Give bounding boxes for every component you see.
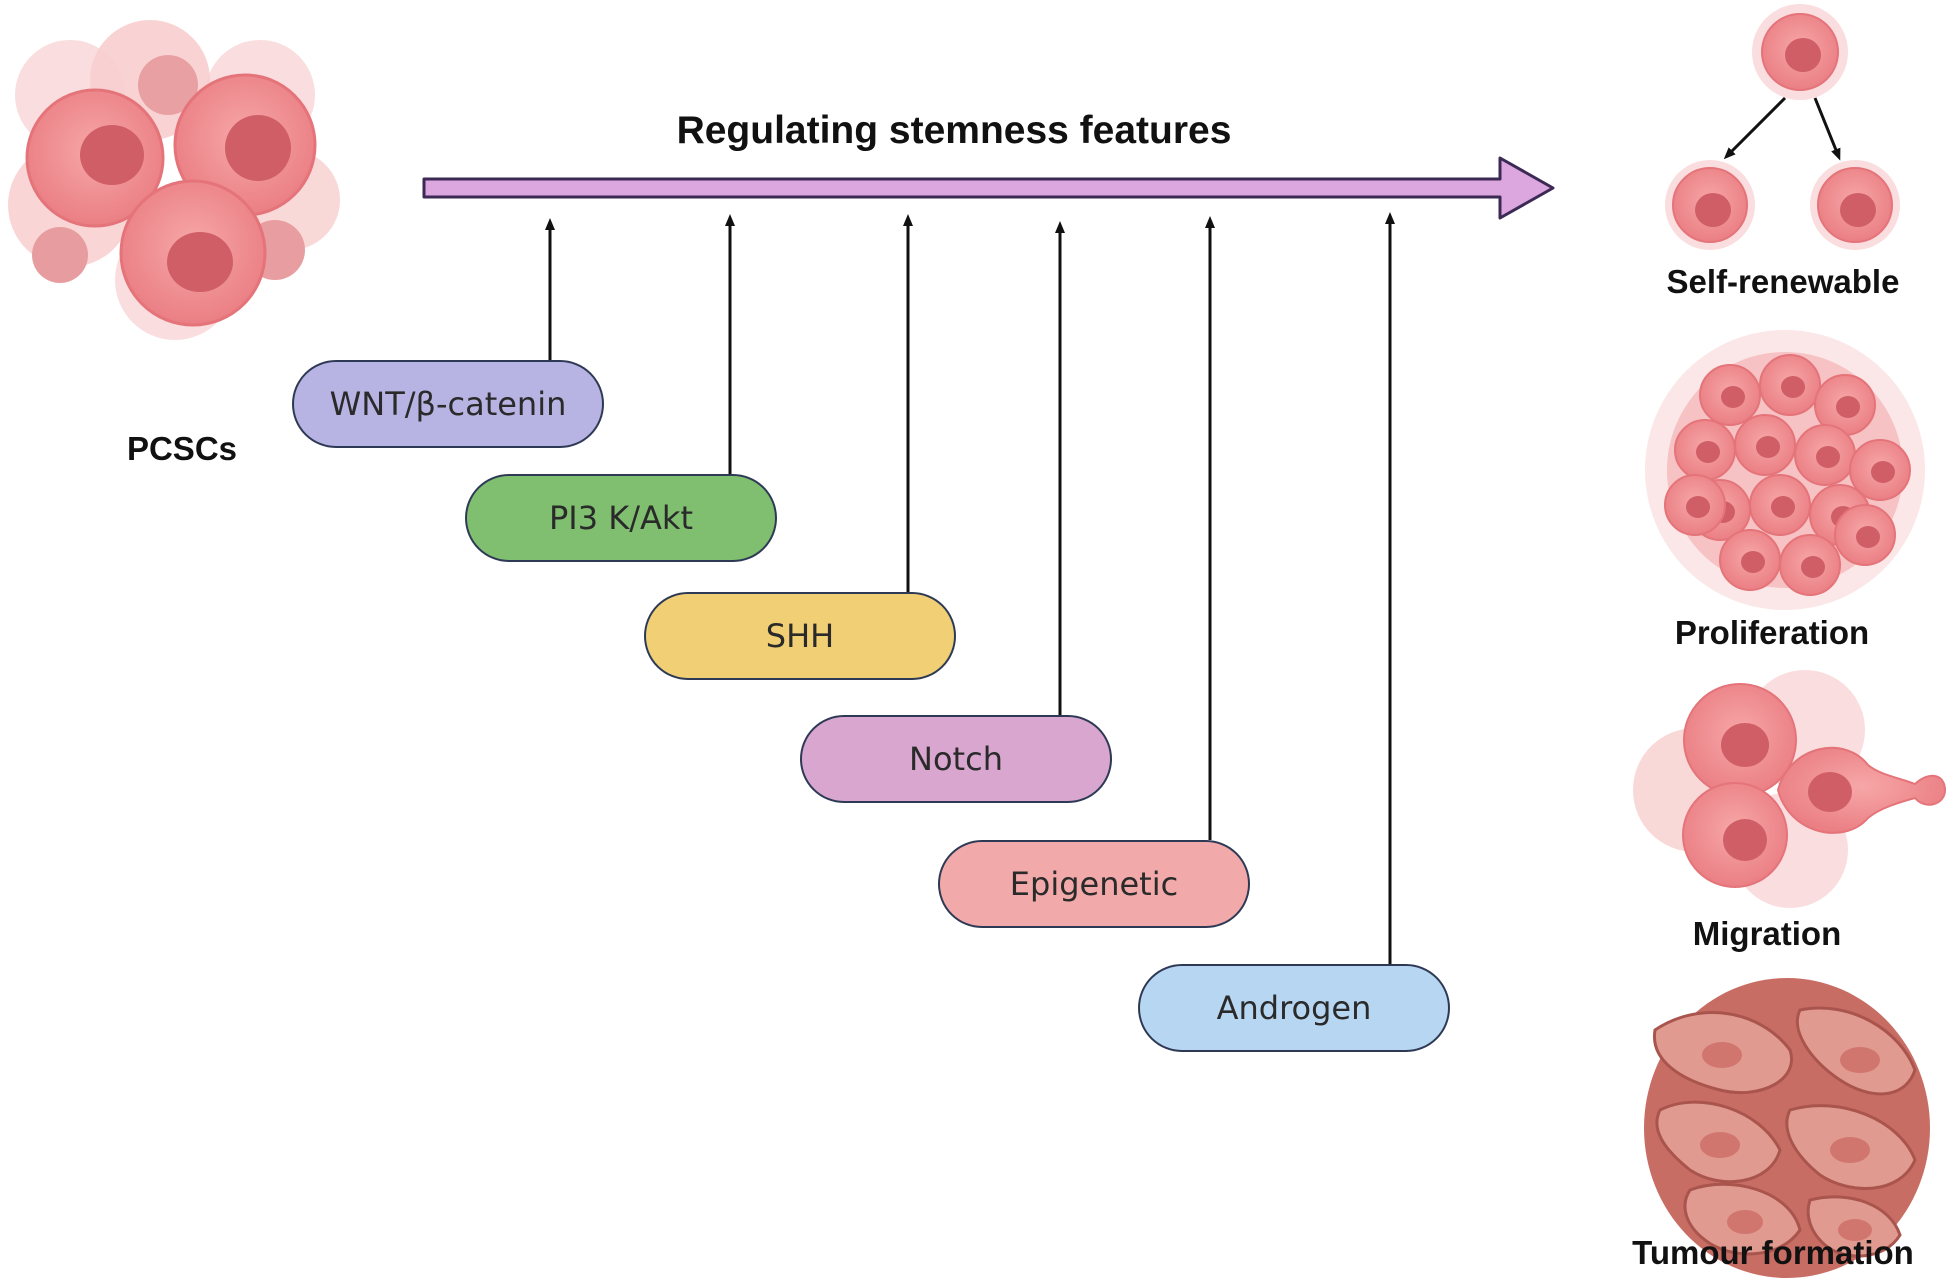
- feature-label-migration: Migration: [1693, 915, 1841, 952]
- connector-arrows: [545, 212, 1395, 964]
- feature-label-self-renewable: Self-renewable: [1667, 263, 1900, 300]
- pathway-label: WNT/β-catenin: [329, 385, 567, 423]
- pathway-label: SHH: [765, 617, 835, 655]
- pathway-pill-epigenetic: Epigenetic: [938, 840, 1250, 928]
- pathway-label: Androgen: [1216, 989, 1372, 1027]
- pathway-label: Epigenetic: [1009, 865, 1179, 903]
- pathway-pill-pi3k: PI3 K/Akt: [465, 474, 777, 562]
- pathway-pill-wnt: WNT/β-catenin: [292, 360, 604, 448]
- pcsc-cluster-icon: [8, 20, 340, 340]
- pathway-pill-notch: Notch: [800, 715, 1112, 803]
- pathway-label: Notch: [909, 740, 1003, 778]
- pathway-pill-shh: SHH: [644, 592, 956, 680]
- self-renewal-icon: [1665, 4, 1900, 250]
- proliferation-icon: [1645, 330, 1925, 610]
- migration-icon: [1633, 670, 1947, 908]
- tumour-mass-icon: [1644, 978, 1930, 1278]
- feature-label-tumour-formation: Tumour formation: [1632, 1234, 1914, 1271]
- pathway-pill-androgen: Androgen: [1138, 964, 1450, 1052]
- main-progression-arrow: [422, 156, 1555, 220]
- pathway-label: PI3 K/Akt: [549, 499, 693, 537]
- pcsc-label: PCSCs: [127, 430, 237, 467]
- diagram-title: Regulating stemness features: [677, 109, 1232, 152]
- feature-label-proliferation: Proliferation: [1675, 614, 1869, 651]
